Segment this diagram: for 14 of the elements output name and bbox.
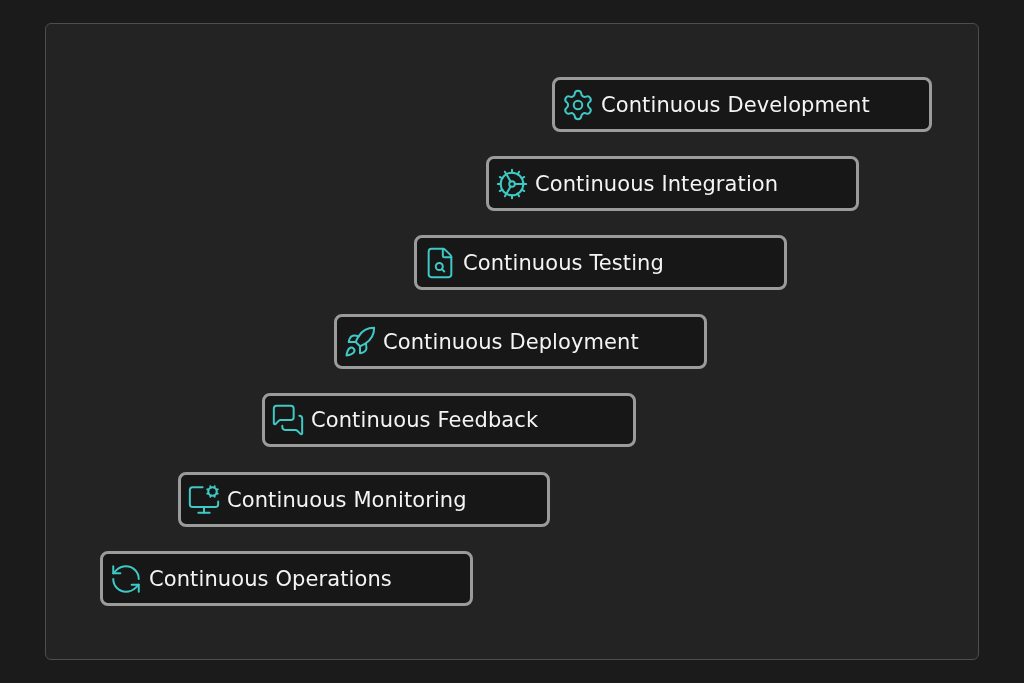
- stage-label: Continuous Feedback: [311, 408, 539, 432]
- stage-label: Continuous Operations: [149, 566, 392, 591]
- stage-label: Continuous Integration: [535, 171, 779, 196]
- stage-box: [100, 551, 473, 606]
- stage-label: Continuous Deployment: [383, 329, 639, 354]
- stage-label: Continuous Development: [601, 92, 870, 117]
- stage-label: Continuous Monitoring: [227, 487, 467, 512]
- stage-box: [334, 314, 707, 369]
- stage-box: [414, 235, 787, 290]
- stage-label: Continuous Testing: [463, 250, 664, 275]
- stage-box: [262, 393, 636, 447]
- stage-box: [486, 156, 859, 211]
- stage-box: [552, 77, 932, 132]
- stage-box: [178, 472, 550, 527]
